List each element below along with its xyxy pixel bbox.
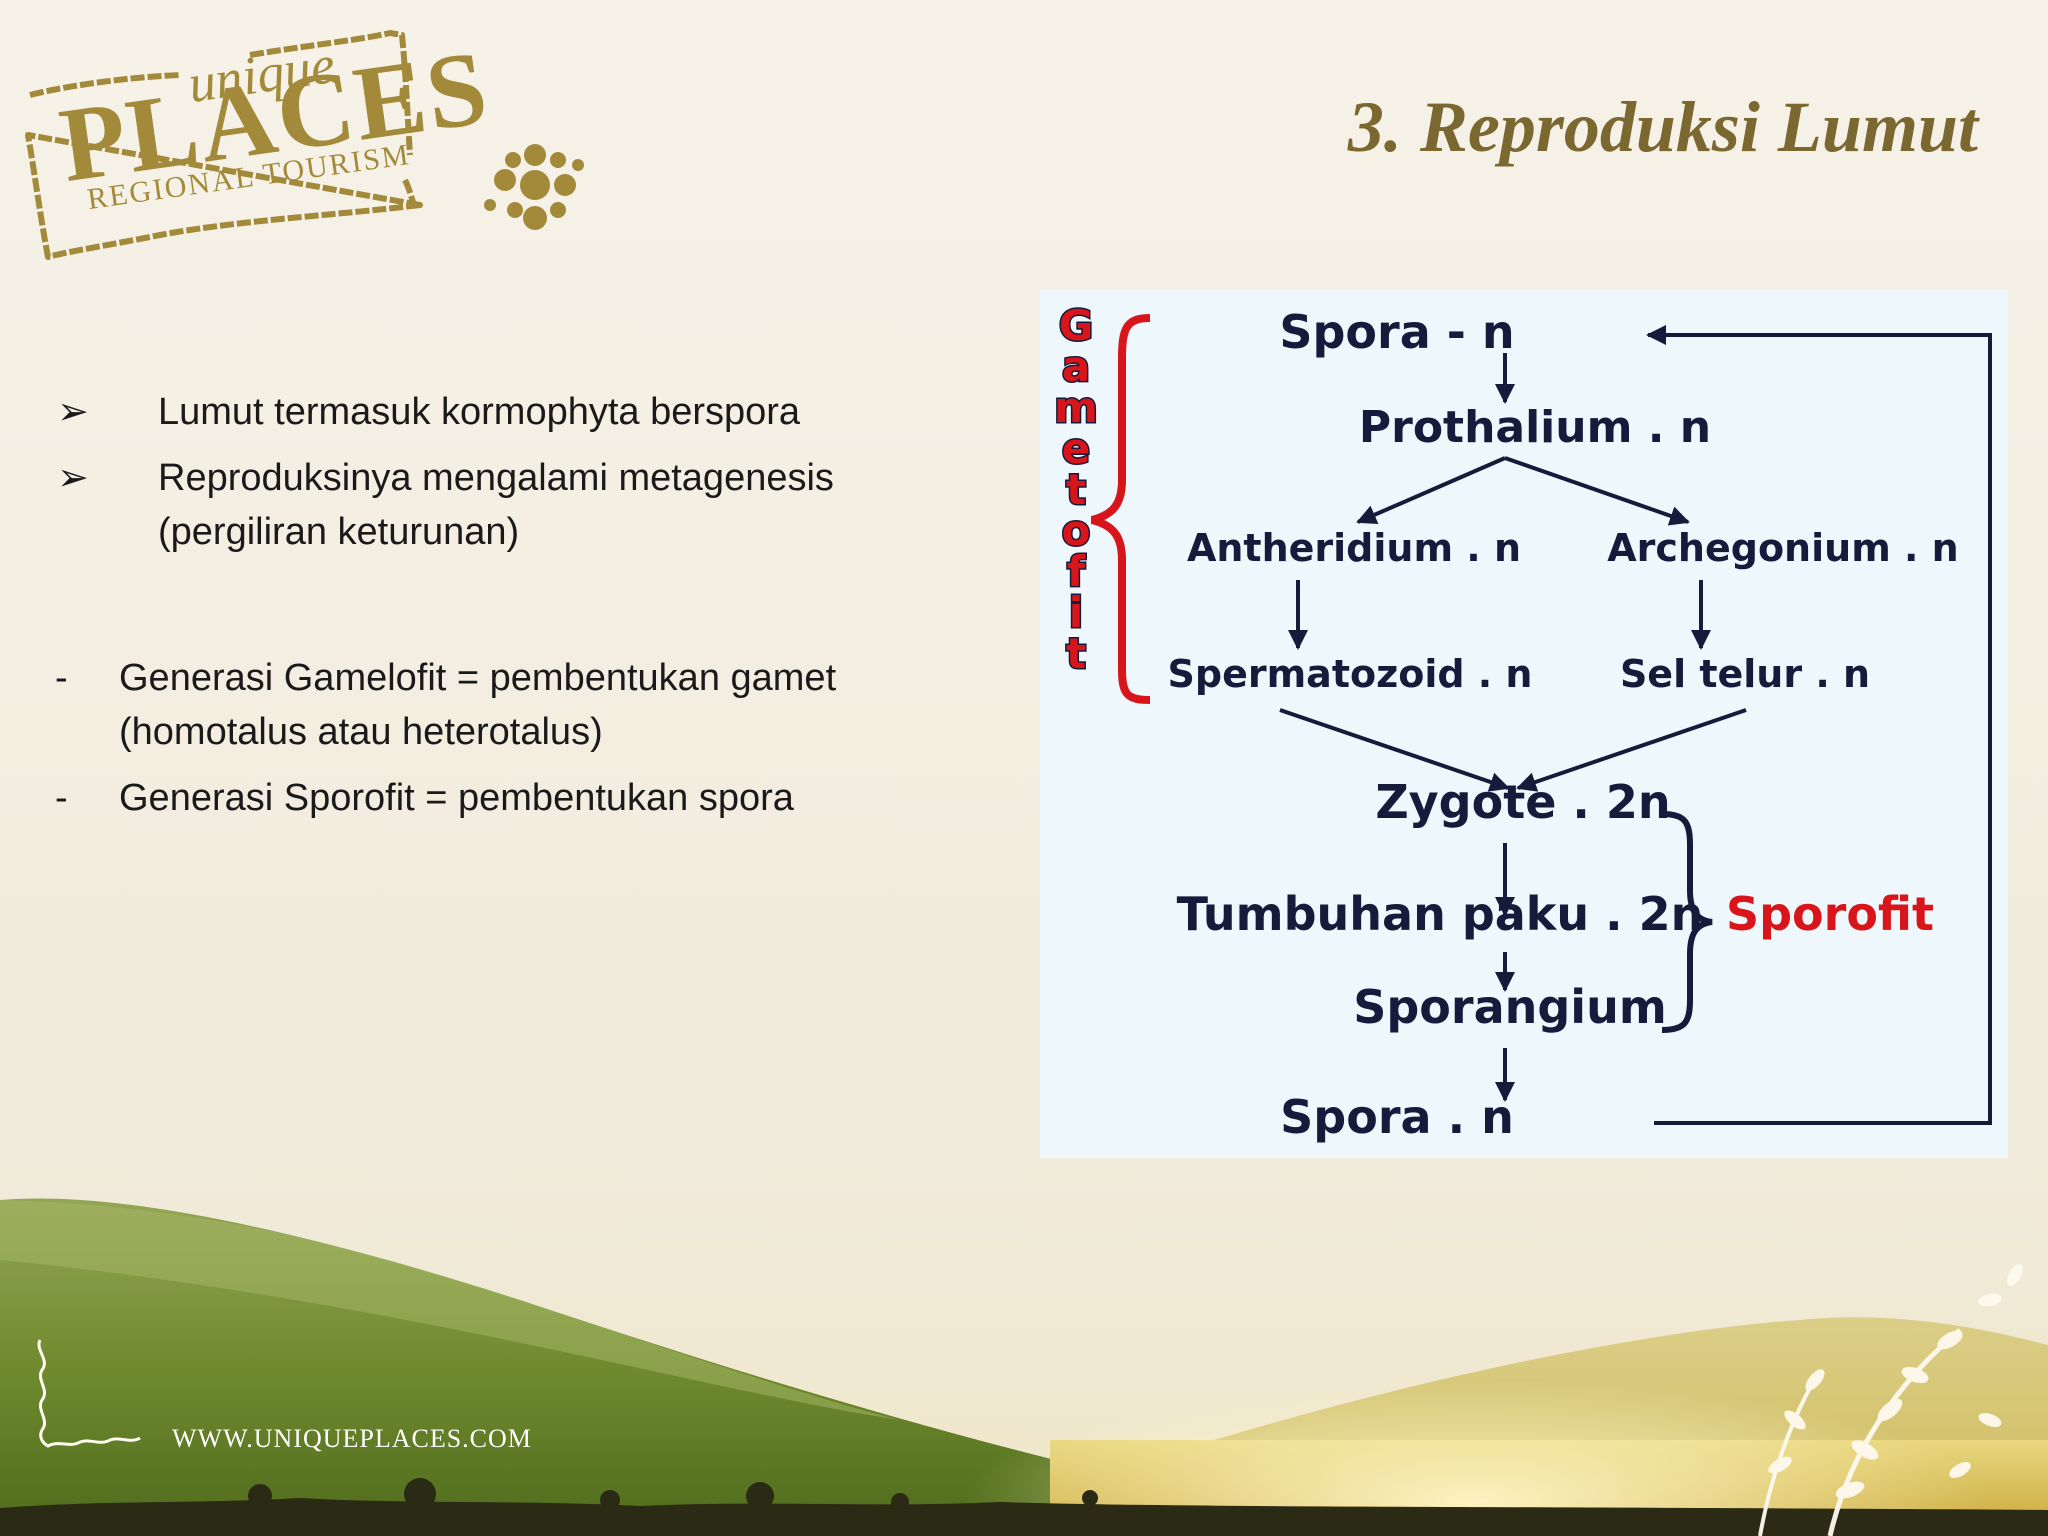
gametofit-letter: t (1066, 465, 1086, 514)
footer-frame-ornament (37, 1339, 141, 1448)
bullet-text: Lumut termasuk kormophyta berspora (158, 391, 801, 433)
bullet-item: ➢ Lumut termasuk kormophyta berspora (55, 385, 955, 439)
arrow-prothalium-antheridium (1356, 456, 1506, 524)
bullet-item: ➢ Reproduksinya mengalami metagenesis (p… (55, 451, 955, 559)
footer-url-link[interactable]: WWW.UNIQUEPLACES.COM (172, 1424, 532, 1453)
node-spora-bottom: Spora . n (1280, 1090, 1514, 1144)
diagram-panel (1040, 290, 2008, 1158)
gametofit-letter: G (1059, 301, 1093, 350)
gametofit-letter: t (1066, 629, 1086, 678)
dash-item: - Generasi Gamelofit = pembentukan gamet… (55, 651, 955, 759)
gametofit-letter: a (1062, 342, 1090, 391)
node-sporangium: Sporangium (1353, 980, 1667, 1034)
node-antheridium: Antheridium . n (1187, 526, 1521, 570)
sporofit-label: Sporofit (1726, 887, 1934, 941)
node-archegonium: Archegonium . n (1607, 526, 1958, 570)
bullet-list: ➢ Lumut termasuk kormophyta berspora ➢ R… (55, 385, 955, 837)
node-zygote: Zygote . 2n (1375, 775, 1670, 829)
sporofit-brace (1661, 811, 1713, 1033)
node-prothalium: Prothalium . n (1359, 402, 1711, 453)
moss-life-cycle-diagram: Spora - n Prothalium . n Antheridium . n… (1040, 290, 2008, 1158)
dash-item: - Generasi Sporofit = pembentukan spora (55, 771, 955, 825)
dash-bullet: - (55, 657, 68, 699)
bullet-text: Reproduksinya mengalami metagenesis (per… (158, 457, 834, 553)
dash-text: Generasi Gamelofit = pembentukan gamet (… (119, 657, 837, 753)
arrow-cycle-return (1646, 325, 1992, 1125)
arrow-bullet-icon: ➢ (57, 457, 89, 499)
node-tumbuhan-paku: Tumbuhan paku . 2n (1177, 887, 1704, 941)
dash-bullet: - (55, 777, 68, 819)
arrow-prothalium-archegonium (1504, 456, 1690, 526)
gametofit-letter: e (1062, 424, 1091, 473)
gametofit-brace (1090, 314, 1151, 704)
arrow-bullet-icon: ➢ (57, 391, 89, 433)
gametofit-letter: m (1054, 383, 1098, 432)
logo-stamp-frame (25, 30, 584, 260)
gametofit-letter: o (1062, 506, 1091, 555)
node-spora-top: Spora - n (1279, 305, 1514, 359)
node-sel-telur: Sel telur . n (1620, 652, 1870, 696)
gametofit-letter: i (1069, 588, 1083, 637)
arrow-sel-telur-zygote (1516, 708, 1747, 792)
gametofit-letter: f (1067, 547, 1086, 596)
node-spermatozoid: Spermatozoid . n (1168, 652, 1533, 696)
slide-title: 3. Reproduksi Lumut (1347, 87, 1978, 167)
logo: unique PLACES REGIONAL TOURISM (10, 15, 590, 265)
dash-text: Generasi Sporofit = pembentukan spora (119, 777, 794, 819)
arrow-spermatozoid-zygote (1279, 708, 1510, 792)
